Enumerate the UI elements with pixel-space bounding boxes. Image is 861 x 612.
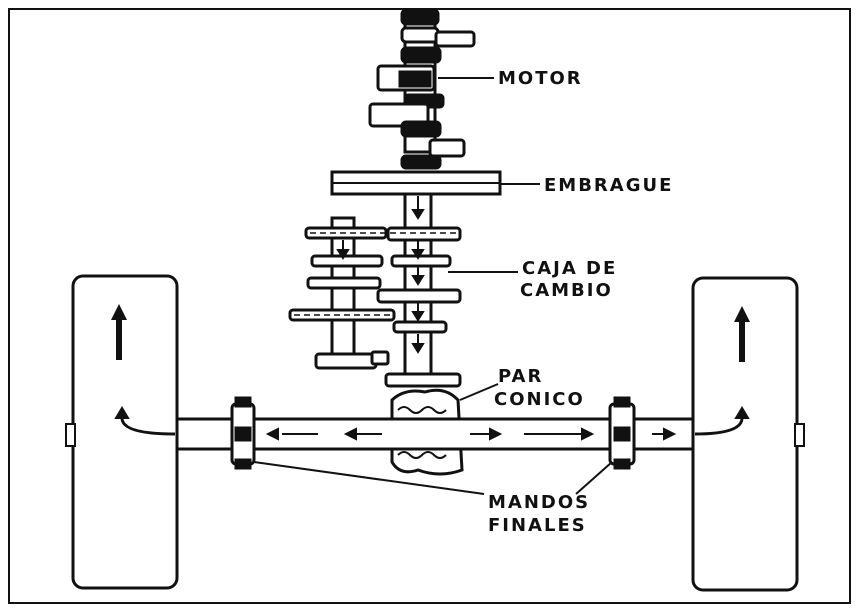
label-mandos-line1: MANDOS xyxy=(488,492,590,513)
clutch xyxy=(332,172,500,194)
label-embrague: EMBRAGUE xyxy=(544,175,673,196)
label-motor: MOTOR xyxy=(498,68,583,89)
label-par-line2: CONICO xyxy=(494,389,585,410)
label-caja-line1: CAJA DE xyxy=(522,258,617,279)
final-drive-right xyxy=(610,398,634,468)
label-mandos-line2: FINALES xyxy=(488,515,587,536)
label-caja-line2: CAMBIO xyxy=(520,280,613,301)
final-drive-left xyxy=(232,398,254,468)
label-par-line1: PAR xyxy=(498,366,543,387)
engine-crankshaft xyxy=(370,10,474,168)
gearbox xyxy=(290,218,460,386)
